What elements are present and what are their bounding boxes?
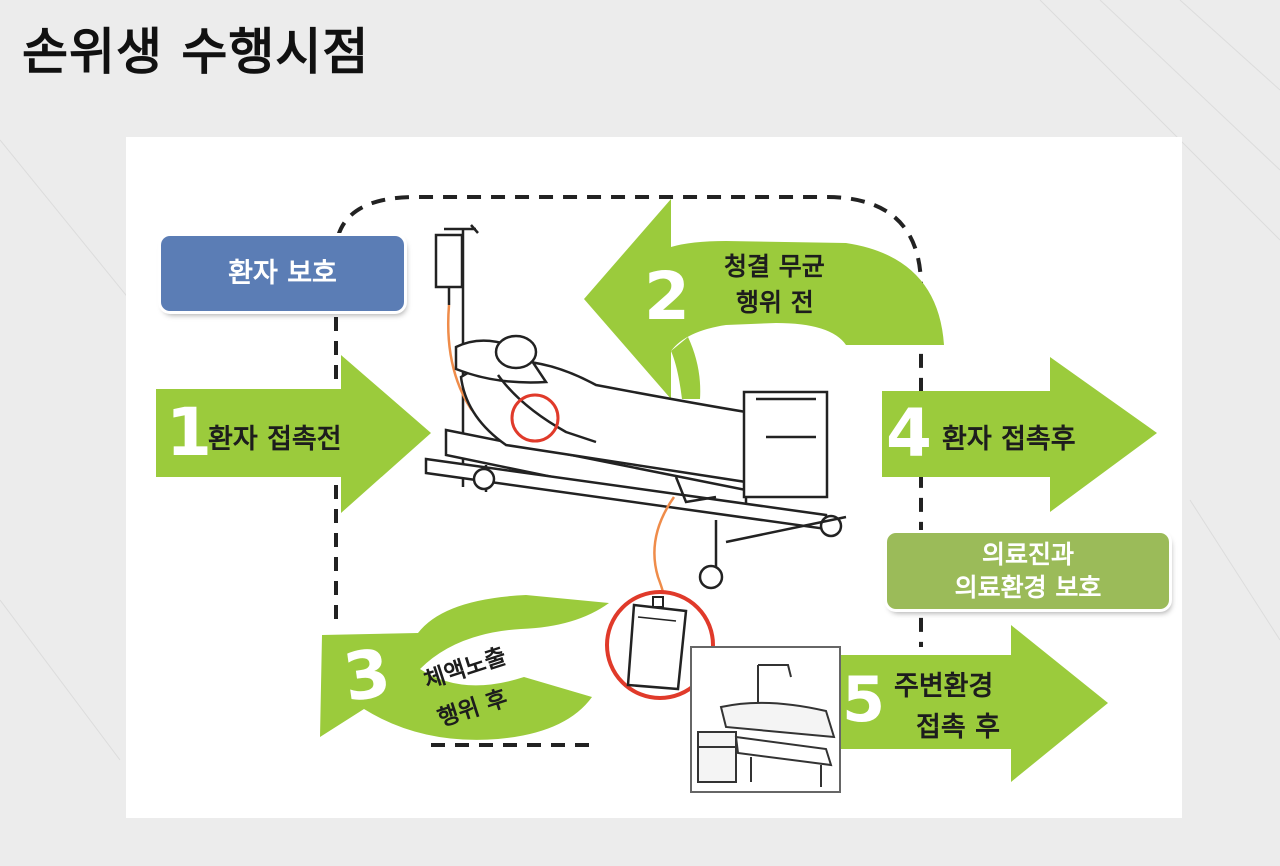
moment-2-label-line2: 행위 전 [736, 288, 814, 317]
hand-hygiene-diagram: 1 2 3 4 5 환자 접촉전 청결 무균 행위 전 체액노출 행위 후 환자… [126, 137, 1182, 818]
moment-1-number: 1 [166, 394, 212, 471]
moment-2-label-line1: 청결 무균 [724, 252, 825, 281]
moment-3-arrow [320, 595, 609, 740]
moment-5-label-line2: 접촉 후 [916, 712, 1000, 743]
moment-2-number: 2 [644, 258, 690, 335]
staff-protection-label-line1: 의료진과 [981, 540, 1074, 569]
staff-protection-badge: 의료진과 의료환경 보호 [887, 533, 1169, 609]
staff-protection-label-line2: 의료환경 보호 [954, 573, 1102, 602]
patient-protection-label: 환자 보호 [228, 258, 337, 289]
moment-1-label: 환자 접촉전 [208, 424, 342, 455]
drainage-tube [653, 496, 676, 604]
patient-protection-badge: 환자 보호 [161, 236, 404, 311]
patient-zone-boundary [334, 195, 923, 647]
diagram-canvas [156, 195, 1157, 793]
moment-5-label-line1: 주변환경 [894, 671, 994, 702]
drainage-bag-illustration [605, 590, 715, 700]
moment-4-label: 환자 접촉후 [942, 424, 1076, 455]
moment-5-number: 5 [842, 663, 886, 736]
bedside-surroundings-illustration [690, 646, 841, 793]
hand-highlight-circle [510, 393, 560, 443]
page-title: 손위생 수행시점 [22, 23, 370, 81]
moment-5-arrow [831, 625, 1108, 782]
moment-2-arrow [584, 199, 944, 399]
moment-1-arrow [156, 355, 431, 513]
moment-2-arrow-tail [671, 337, 701, 399]
moment-4-arrow [882, 357, 1157, 512]
hospital-bed-illustration [424, 224, 847, 590]
moment-4-number: 4 [886, 395, 932, 472]
